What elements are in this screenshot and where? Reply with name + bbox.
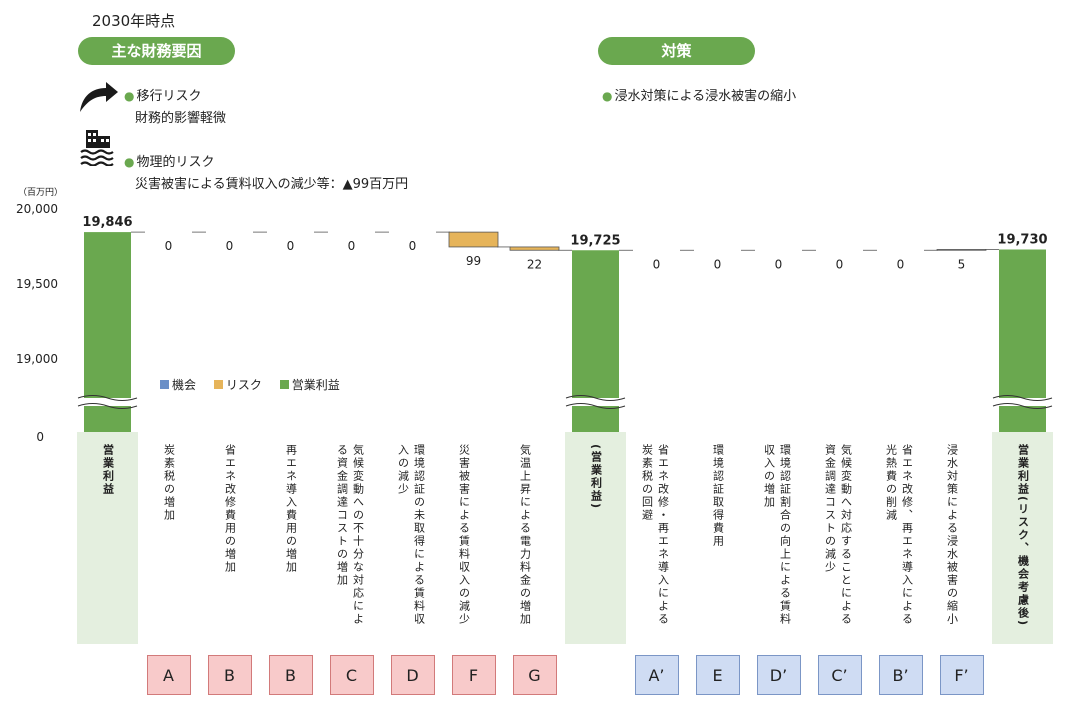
category-label: 再エネ導入費用の増加: [284, 444, 298, 574]
factor-code-box: B: [268, 655, 313, 695]
category-label: 環境認証取得費用: [711, 444, 725, 548]
data-label: 0: [653, 257, 661, 271]
bar-risk: [448, 231, 499, 248]
transition-risk-title: ●移行リスク: [124, 89, 202, 104]
axis-break-mark: [77, 395, 138, 401]
factor-code-box: B: [207, 655, 252, 695]
data-label: 19,730: [997, 233, 1047, 248]
axis-break-mark: [77, 403, 138, 409]
physical-risk-title: ●物理的リスク: [124, 155, 215, 170]
category-label: 省エネ改修費用の増加: [223, 444, 237, 574]
category-label: 浸水対策による浸水被害の縮小: [945, 444, 959, 626]
data-label: 0: [409, 239, 417, 253]
axis-break-mark: [565, 403, 626, 409]
factor-code-box: B’: [878, 655, 923, 695]
factor-code-box: C’: [817, 655, 862, 695]
axis-break-mark: [992, 395, 1053, 401]
axis-break-mark: [565, 395, 626, 401]
legend-item-risk: リスク: [213, 378, 262, 392]
chart-legend: 機会 リスク 営業利益: [160, 376, 340, 393]
axis-break-gap: [993, 398, 1052, 406]
axis-break-gap: [566, 398, 625, 406]
category-label: 省エネ改修・再エネ導入による炭素税の回避: [640, 444, 670, 626]
total-label-bg: [565, 432, 626, 644]
y-unit-label: （百万円）: [18, 188, 64, 198]
data-label: 0: [348, 239, 356, 253]
category-label: (営業利益): [589, 444, 603, 511]
category-label: 環境認証割合の向上による賃料収入の増加: [762, 444, 792, 626]
financial-factors-pill: 主な財務要因: [78, 37, 235, 65]
category-label: 気候変動へ対応することによる資金調達コストの減少: [823, 444, 853, 626]
y-tick-label: 0: [36, 430, 44, 444]
axis-break-gap: [78, 398, 137, 406]
legend-item-profit: 営業利益: [279, 378, 340, 392]
y-tick-label: 20,000: [16, 202, 58, 216]
axis-break-mark: [992, 403, 1053, 409]
factor-code-box: A’: [634, 655, 679, 695]
data-label: 0: [165, 239, 173, 253]
category-label: 気候変動への不十分な対応による資金調達コストの増加: [335, 444, 365, 626]
transition-risk-desc: 財務的影響軽微: [135, 111, 227, 126]
category-label: 災害被害による賃料収入の減少: [457, 444, 471, 626]
factor-code-box: D: [390, 655, 435, 695]
header-year-label: 2030年時点: [92, 12, 176, 30]
data-label: 0: [836, 257, 844, 271]
factor-code-box: F: [451, 655, 496, 695]
data-label: 0: [287, 239, 295, 253]
physical-risk-desc: 災害被害による賃料収入の減少等：▲99百万円: [135, 177, 409, 192]
data-label: 5: [958, 257, 966, 271]
y-tick-label: 19,000: [16, 352, 58, 366]
factor-code-box: G: [512, 655, 557, 695]
data-label: 22: [527, 257, 542, 271]
countermeasure-text: ●浸水対策による浸水被害の縮小: [602, 89, 797, 104]
data-label: 0: [714, 257, 722, 271]
bar-opportunity: [936, 249, 987, 251]
data-label: 0: [226, 239, 234, 253]
data-label: 0: [775, 257, 783, 271]
data-label: 19,725: [570, 233, 620, 248]
y-tick-label: 19,500: [16, 277, 58, 291]
data-label: 0: [897, 257, 905, 271]
total-label-bg: [992, 432, 1053, 644]
legend-item-opportunity: 機会: [160, 378, 196, 392]
data-label: 19,846: [82, 215, 132, 230]
flooded-building-icon: [80, 130, 114, 166]
bar-risk: [509, 246, 560, 251]
curved-arrow-icon: [80, 82, 118, 112]
countermeasures-pill: 対策: [598, 37, 755, 65]
category-label: 営業利益: [101, 444, 115, 496]
category-label: 環境認証の未取得による賃料収入の減少: [396, 444, 426, 626]
factor-code-box: C: [329, 655, 374, 695]
total-label-bg: [77, 432, 138, 644]
factor-code-box: D’: [756, 655, 801, 695]
factor-code-box: F’: [939, 655, 984, 695]
data-label: 99: [466, 254, 481, 268]
factor-code-box: A: [146, 655, 191, 695]
category-label: 省エネ改修、再エネ導入による光熱費の削減: [884, 444, 914, 626]
category-label: 炭素税の増加: [162, 444, 176, 522]
category-label: 営業利益(リスク、機会考慮後): [1016, 444, 1030, 628]
factor-code-box: E: [695, 655, 740, 695]
category-label: 気温上昇による電力料金の増加: [518, 444, 532, 626]
